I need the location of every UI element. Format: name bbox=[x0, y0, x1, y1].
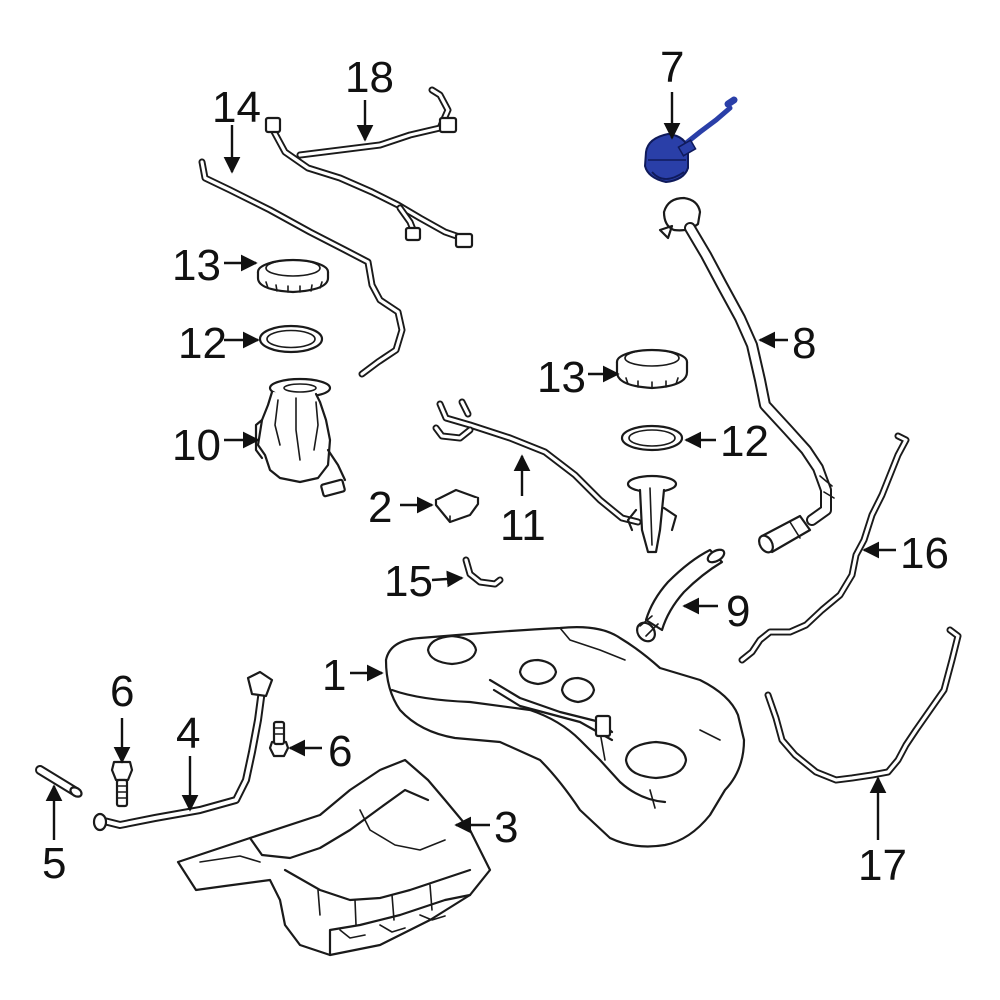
wiring-harness-18[interactable] bbox=[264, 86, 474, 249]
callout-5: 5 bbox=[42, 839, 66, 888]
callout-1: 1 bbox=[322, 651, 346, 700]
fuel-line-14[interactable] bbox=[198, 158, 406, 378]
bolt-6-left[interactable] bbox=[110, 760, 134, 808]
bolt-6-right[interactable] bbox=[268, 720, 290, 758]
heat-shield-3[interactable] bbox=[176, 758, 492, 957]
callout-15: 15 bbox=[384, 557, 433, 606]
fuel-sender-unit[interactable] bbox=[626, 474, 678, 554]
fuel-cap-7-highlighted[interactable] bbox=[643, 96, 738, 184]
callout-labels: 18 14 13 12 10 2 15 11 13 12 7 8 9 16 17… bbox=[42, 43, 949, 890]
lock-ring-13-left[interactable] bbox=[256, 258, 330, 294]
callout-12-right: 12 bbox=[720, 417, 769, 466]
callout-2: 2 bbox=[368, 483, 392, 532]
callout-7: 7 bbox=[660, 43, 684, 92]
lock-ring-13-right[interactable] bbox=[615, 348, 689, 390]
vapor-line-11[interactable] bbox=[432, 398, 642, 526]
callout-18: 18 bbox=[345, 53, 394, 102]
hose-15[interactable] bbox=[462, 556, 504, 588]
callout-6-left: 6 bbox=[110, 667, 134, 716]
seal-ring-12-right[interactable] bbox=[620, 424, 684, 452]
callout-16: 16 bbox=[900, 529, 949, 578]
tank-strap-4[interactable] bbox=[92, 670, 274, 832]
callout-13-left: 13 bbox=[172, 241, 221, 290]
callout-4: 4 bbox=[176, 709, 200, 758]
fuel-pump-module-10[interactable] bbox=[254, 377, 347, 498]
filler-hose-9[interactable] bbox=[633, 547, 726, 645]
callout-6-right: 6 bbox=[328, 727, 352, 776]
control-module-2[interactable] bbox=[434, 488, 480, 524]
seal-ring-12-left[interactable] bbox=[258, 324, 324, 354]
fuel-line-16[interactable] bbox=[738, 432, 910, 664]
filler-pipe-8[interactable] bbox=[658, 196, 835, 555]
callout-11: 11 bbox=[500, 501, 546, 550]
callout-14: 14 bbox=[212, 83, 261, 132]
callout-8: 8 bbox=[792, 319, 816, 368]
callout-17: 17 bbox=[858, 841, 907, 890]
leader-15 bbox=[431, 570, 464, 588]
leader-lines bbox=[45, 92, 896, 840]
pin-5[interactable] bbox=[35, 765, 83, 799]
callout-9: 9 bbox=[726, 587, 750, 636]
fuel-tank-1[interactable] bbox=[384, 626, 746, 848]
fuel-line-17[interactable] bbox=[764, 626, 962, 784]
callout-10: 10 bbox=[172, 421, 221, 470]
callout-13-right: 13 bbox=[537, 353, 586, 402]
callout-3: 3 bbox=[494, 803, 518, 852]
callout-12-left: 12 bbox=[178, 319, 227, 368]
